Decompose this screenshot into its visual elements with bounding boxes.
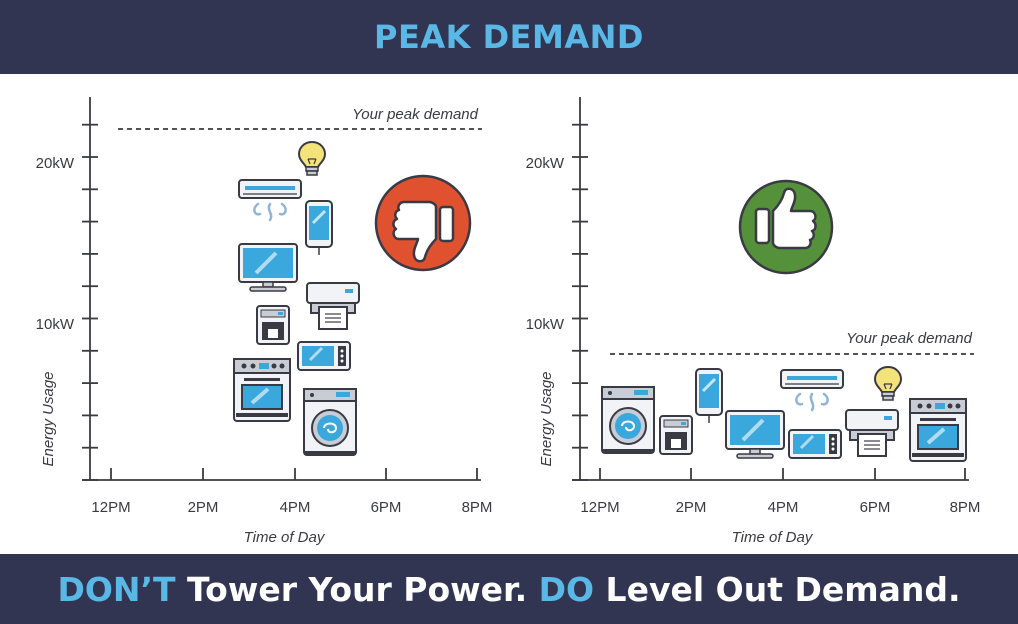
right-peak-label: Your peak demand [846, 330, 973, 347]
right-x-tick-8pm: 8PM [950, 499, 981, 516]
left-axes [82, 97, 481, 481]
right-x-tick-2pm: 2PM [676, 499, 707, 516]
air-conditioner-icon [779, 368, 845, 412]
left-y-tick-10kw: 10kW [36, 316, 75, 333]
washing-machine-icon [601, 386, 655, 454]
footer-do: DO [538, 569, 595, 609]
coffee-maker-icon [256, 305, 290, 345]
right-y-axis-label: Energy Usage [538, 371, 555, 466]
left-x-axis-label: Time of Day [244, 529, 326, 546]
oven-icon [232, 357, 292, 423]
microwave-icon [296, 340, 352, 372]
footer-tower-text: Tower Your Power. [175, 569, 539, 609]
left-y-tick-20kw: 20kW [36, 155, 75, 172]
footer-band: DON’T Tower Your Power. DO Level Out Dem… [0, 554, 1018, 624]
left-thumbs-down-badge [374, 174, 472, 272]
printer-icon [306, 282, 360, 330]
light-bulb-icon [298, 141, 326, 176]
washing-machine-icon [303, 388, 357, 456]
footer-level-text: Level Out Demand. [594, 569, 961, 609]
footer-slogan: DON’T Tower Your Power. DO Level Out Dem… [57, 570, 960, 609]
light-bulb-icon [874, 366, 902, 401]
monitor-icon [237, 242, 299, 293]
right-x-tick-12pm: 12PM [580, 499, 619, 516]
left-panel: Your peak demand 20kW 10kW 12PM 2PM 4PM … [36, 97, 493, 546]
left-x-tick-6pm: 6PM [371, 499, 402, 516]
left-x-tick-12pm: 12PM [91, 499, 130, 516]
right-y-tick-10kw: 10kW [526, 316, 565, 333]
left-x-tick-4pm: 4PM [280, 499, 311, 516]
monitor-icon [724, 409, 786, 460]
smartphone-icon [694, 367, 724, 425]
left-x-tick-8pm: 8PM [462, 499, 493, 516]
right-panel: Your peak demand 20kW 10kW 12PM 2PM 4PM … [526, 97, 981, 546]
right-axes [572, 97, 969, 481]
air-conditioner-icon [237, 178, 303, 222]
demand-diagram: Your peak demand 20kW 10kW 12PM 2PM 4PM … [36, 97, 981, 546]
right-x-axis-label: Time of Day [732, 529, 814, 546]
microwave-icon [787, 428, 843, 460]
header-band: PEAK DEMAND [0, 0, 1018, 74]
right-thumbs-up-badge [738, 179, 834, 275]
left-y-axis-label: Energy Usage [40, 371, 57, 466]
smartphone-icon [304, 199, 334, 257]
page-title: PEAK DEMAND [374, 18, 644, 56]
right-x-tick-6pm: 6PM [860, 499, 891, 516]
oven-icon [908, 397, 968, 463]
coffee-maker-icon [659, 415, 693, 455]
footer-dont: DON’T [57, 569, 176, 609]
left-peak-label: Your peak demand [352, 106, 479, 123]
printer-icon [845, 409, 899, 457]
right-y-tick-20kw: 20kW [526, 155, 565, 172]
right-x-tick-4pm: 4PM [768, 499, 799, 516]
left-x-tick-2pm: 2PM [188, 499, 219, 516]
